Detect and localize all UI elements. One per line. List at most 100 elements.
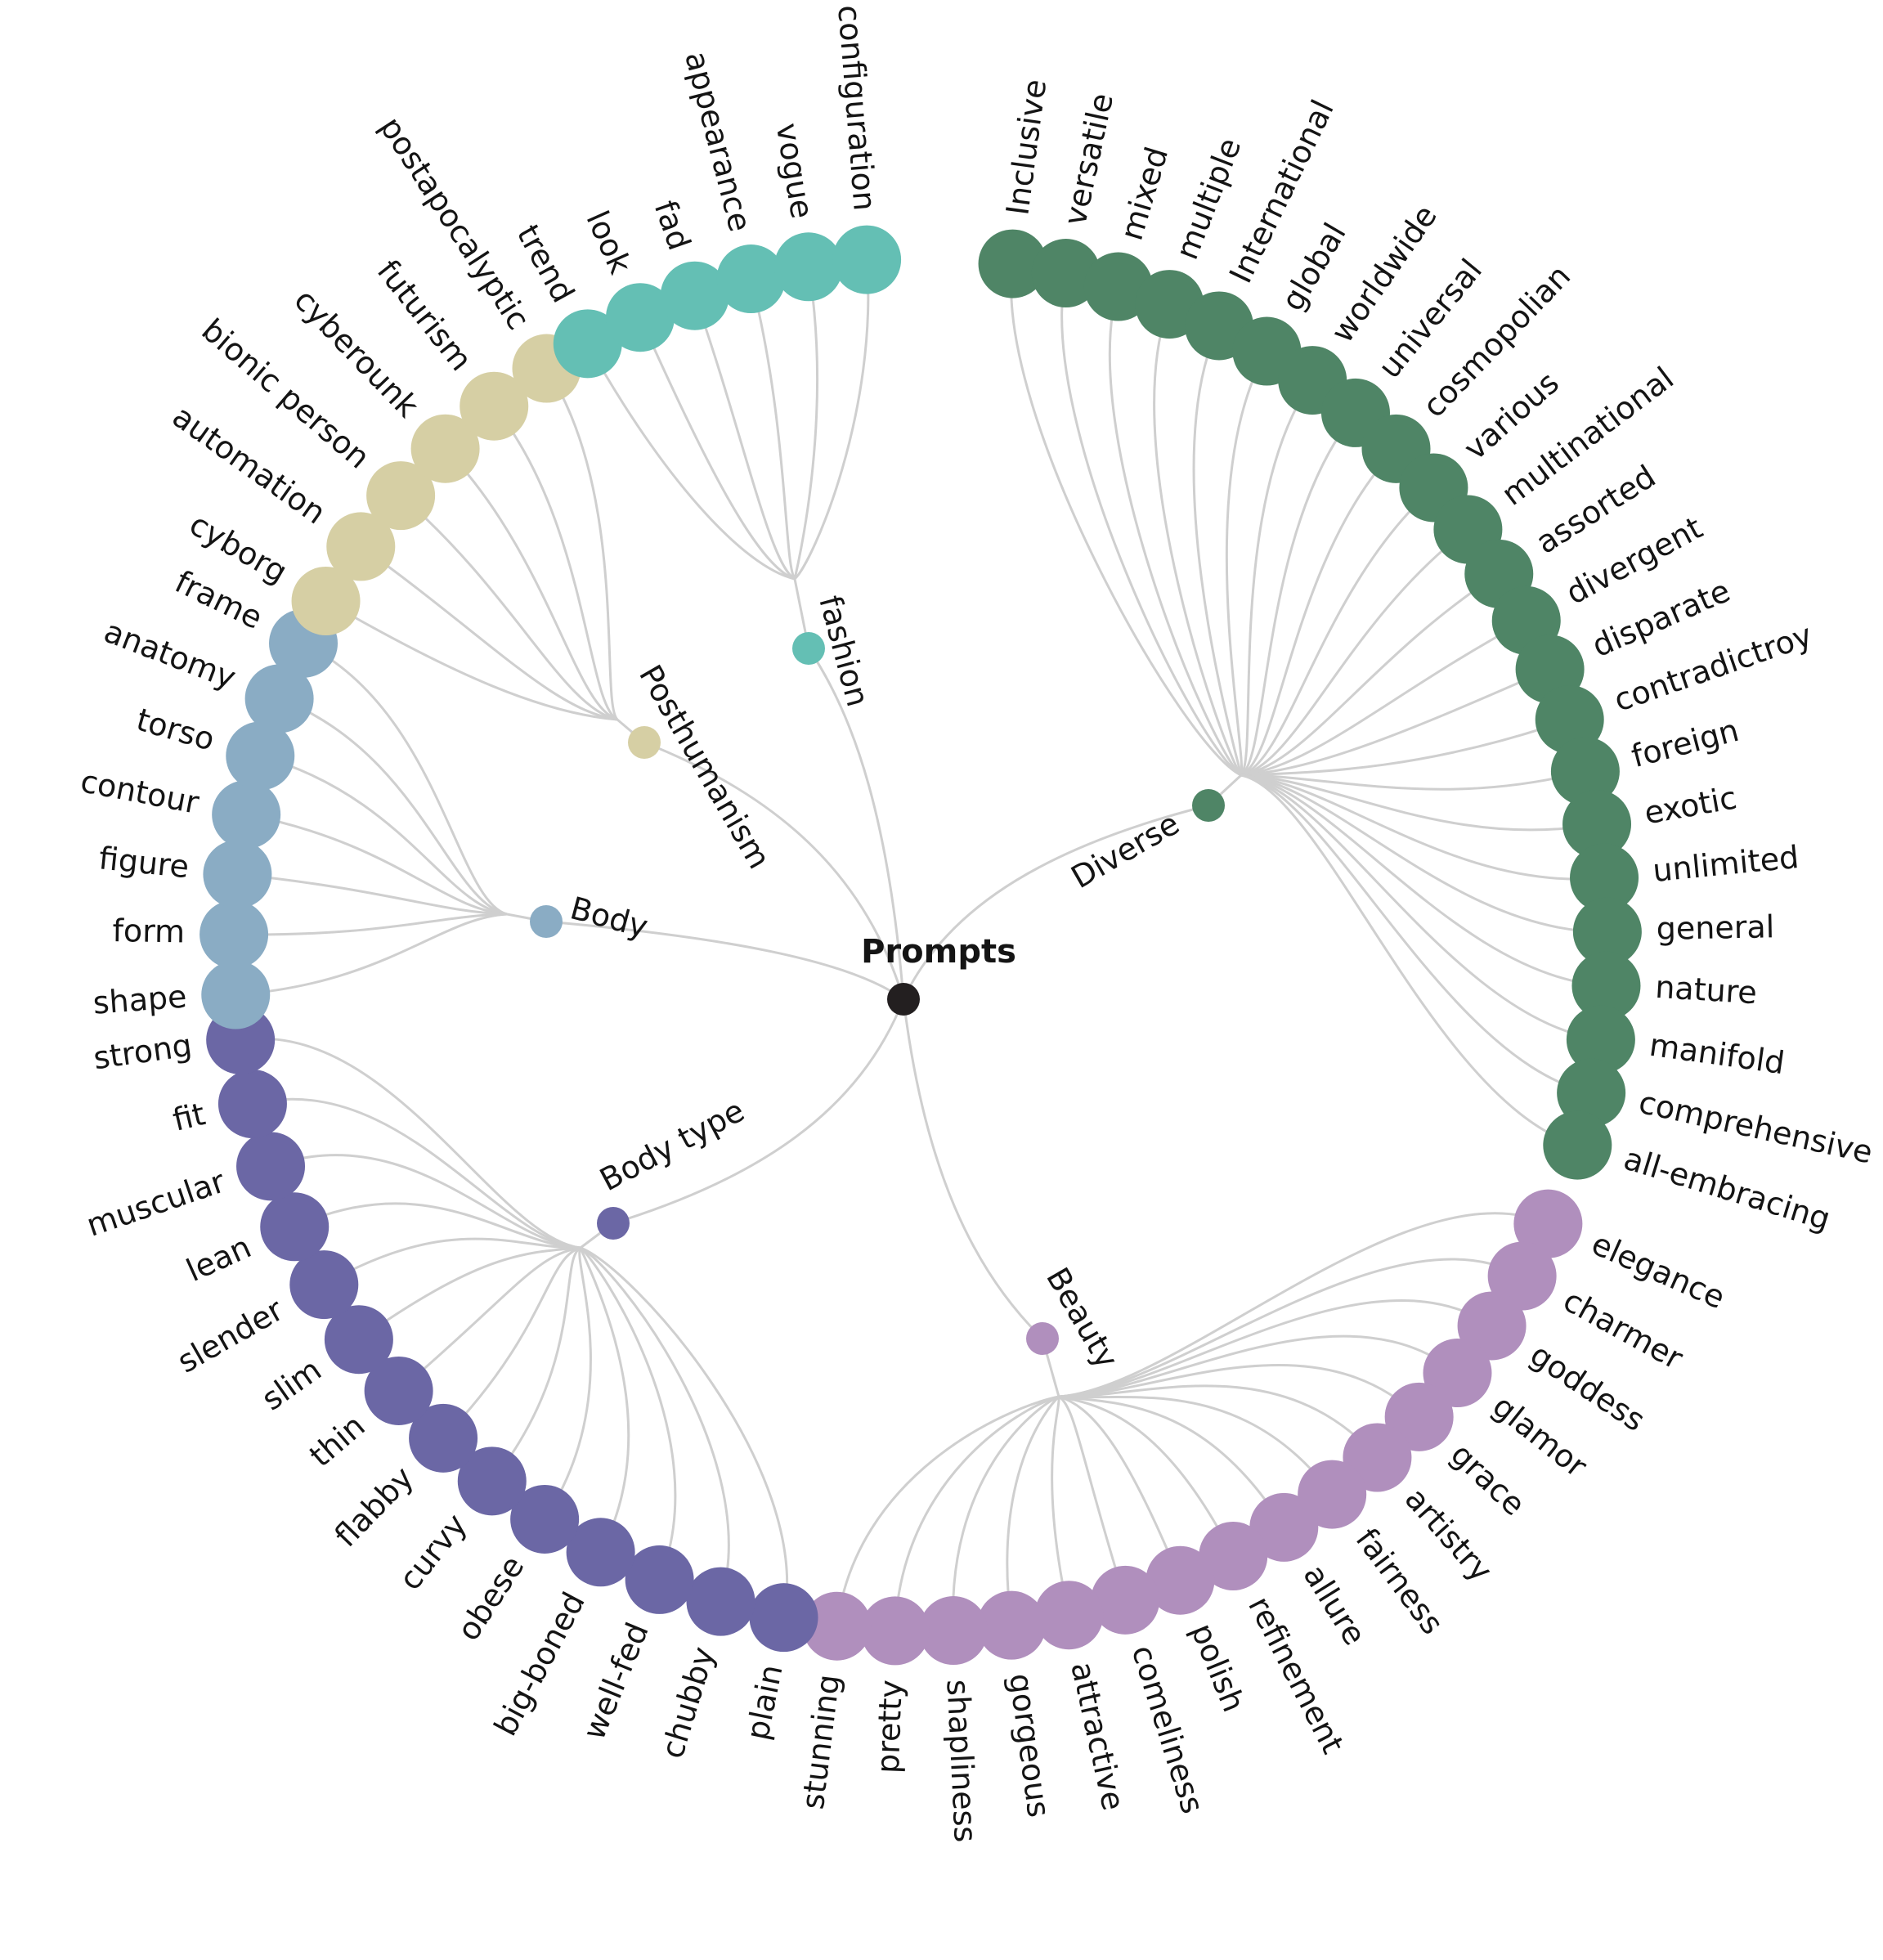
link-root-fashion bbox=[807, 648, 905, 1000]
link-beauty-leaf bbox=[1006, 1395, 1060, 1626]
link-diverse-leaf bbox=[1192, 325, 1243, 776]
leaf-label-diverse: manifold bbox=[1648, 1027, 1787, 1082]
leaf-label-fashion: configuration bbox=[831, 4, 883, 213]
leaf-node-beauty bbox=[1145, 1545, 1215, 1615]
leaf-label-body: form bbox=[112, 913, 185, 949]
root-layer: Prompts bbox=[861, 933, 1016, 1016]
leaf-node-beauty bbox=[1487, 1241, 1557, 1311]
group-node-fashion bbox=[792, 632, 825, 665]
link-posthumanism-leaf bbox=[444, 447, 618, 721]
link-diverse-leaf bbox=[1010, 263, 1242, 777]
leaf-node-beauty bbox=[1457, 1291, 1527, 1361]
link-beauty-leaf bbox=[1058, 1384, 1379, 1459]
group-label-diverse: Diverse bbox=[1065, 805, 1186, 895]
leaf-label-fashion: fad bbox=[648, 196, 698, 255]
leaf-label-fashion: look bbox=[579, 205, 638, 279]
leaf-label-bodytype: flabby bbox=[328, 1460, 421, 1554]
leaf-node-beauty bbox=[1513, 1189, 1583, 1258]
link-diverse-leaf bbox=[1240, 774, 1602, 1041]
leaf-label-bodytype: chubby bbox=[654, 1643, 722, 1763]
leaf-label-diverse: versatile bbox=[1056, 90, 1120, 229]
link-root-beauty bbox=[902, 998, 1044, 1340]
leaf-label-bodytype: plain bbox=[739, 1662, 790, 1743]
leaf-node-beauty bbox=[1298, 1460, 1367, 1529]
link-diverse-leaf bbox=[1240, 774, 1578, 1147]
leaf-label-beauty: shapliness bbox=[939, 1679, 983, 1843]
link-bodytype-leaf bbox=[580, 1246, 789, 1618]
leaf-node-fashion bbox=[660, 261, 729, 330]
leaf-node-beauty bbox=[1199, 1522, 1268, 1591]
link-bodytype-leaf bbox=[397, 1246, 581, 1393]
leaf-node-diverse bbox=[978, 229, 1047, 298]
link-beauty-leaf bbox=[1058, 1212, 1549, 1398]
link-root-diverse bbox=[902, 804, 1209, 1000]
link-body-leaf bbox=[235, 913, 508, 997]
leaf-label-bodytype: slim bbox=[255, 1352, 328, 1418]
leaf-node-bodytype bbox=[625, 1545, 694, 1614]
link-bodytype-leaf bbox=[579, 1247, 630, 1553]
link-diverse-leaf bbox=[1240, 769, 1586, 791]
leaf-node-bodytype bbox=[364, 1356, 433, 1425]
leaf-node-posthumanism bbox=[291, 567, 361, 635]
link-beauty-leaf bbox=[1058, 1334, 1459, 1398]
leaf-label-beauty: grace bbox=[1444, 1436, 1532, 1523]
leaf-label-bodytype: well-fed bbox=[576, 1617, 656, 1745]
leaf-label-bodytype: obese bbox=[450, 1550, 531, 1647]
link-body-leaf bbox=[237, 872, 508, 916]
group-label-posthumanism: Posthumanism bbox=[632, 659, 778, 875]
link-beauty-leaf bbox=[1051, 1396, 1070, 1616]
leaf-node-fashion bbox=[832, 225, 902, 294]
leaf-label-bodytype: fit bbox=[169, 1096, 208, 1138]
link-bodytype-leaf bbox=[252, 1097, 581, 1249]
link-diverse-leaf bbox=[1240, 774, 1607, 934]
leaf-node-body bbox=[201, 960, 271, 1029]
leaf-node-body bbox=[200, 899, 269, 969]
leaf-node-posthumanism bbox=[410, 414, 480, 483]
leaf-node-bodytype bbox=[566, 1518, 635, 1587]
leaf-label-bodytype: muscular bbox=[82, 1163, 230, 1243]
leaf-label-bodytype: curvy bbox=[392, 1507, 473, 1597]
link-diverse-leaf bbox=[1240, 487, 1435, 777]
leaf-label-diverse: foreign bbox=[1628, 712, 1742, 774]
leaf-node-diverse bbox=[1543, 1110, 1612, 1180]
link-posthumanism-leaf bbox=[493, 405, 618, 721]
leaf-node-beauty bbox=[860, 1596, 930, 1666]
leaf-label-diverse: global bbox=[1274, 217, 1352, 316]
leaf-label-bodytype: lean bbox=[181, 1229, 256, 1289]
leaf-label-bodytype: slender bbox=[172, 1291, 290, 1379]
link-diverse-leaf bbox=[1240, 774, 1592, 1095]
link-bodytype-leaf bbox=[294, 1202, 581, 1249]
group-node-posthumanism bbox=[628, 726, 661, 759]
leaf-node-posthumanism bbox=[326, 512, 396, 581]
link-body-leaf bbox=[259, 754, 508, 916]
link-bodytype-leaf bbox=[442, 1246, 581, 1439]
leaf-node-diverse bbox=[1535, 685, 1604, 755]
leaf-node-fashion bbox=[606, 283, 675, 352]
link-diverse-leaf bbox=[1240, 379, 1314, 776]
link-bodytype-leaf bbox=[580, 1246, 677, 1581]
link-beauty-leaf bbox=[1058, 1258, 1523, 1398]
leaf-label-bodytype: strong bbox=[92, 1027, 195, 1076]
leaf-node-bodytype bbox=[457, 1446, 527, 1516]
link-beauty-leaf bbox=[1058, 1299, 1493, 1398]
link-posthumanism-leaf bbox=[400, 494, 618, 721]
link-diverse-leaf bbox=[1240, 774, 1607, 988]
leaf-label-body: anatomy bbox=[99, 613, 240, 696]
leaf-node-beauty bbox=[802, 1591, 872, 1661]
link-fashion-leaf bbox=[793, 259, 870, 581]
leaf-node-diverse bbox=[1570, 843, 1639, 913]
link-beauty-leaf bbox=[1058, 1395, 1235, 1557]
link-diverse-leaf bbox=[1240, 718, 1571, 777]
leaf-label-bodytype: thin bbox=[303, 1407, 372, 1473]
link-diverse-leaf bbox=[1109, 286, 1242, 777]
leaf-label-beauty: gorgeous bbox=[1002, 1671, 1057, 1819]
link-fashion-leaf bbox=[586, 343, 796, 581]
leaf-label-diverse: exotic bbox=[1642, 779, 1740, 831]
link-bodytype-leaf bbox=[323, 1237, 581, 1286]
leaf-node-fashion bbox=[716, 244, 786, 314]
leaf-node-beauty bbox=[1091, 1565, 1160, 1635]
leaf-node-beauty bbox=[977, 1590, 1047, 1660]
leaf-label-body: torso bbox=[132, 702, 218, 758]
leaf-node-fashion bbox=[553, 309, 622, 379]
